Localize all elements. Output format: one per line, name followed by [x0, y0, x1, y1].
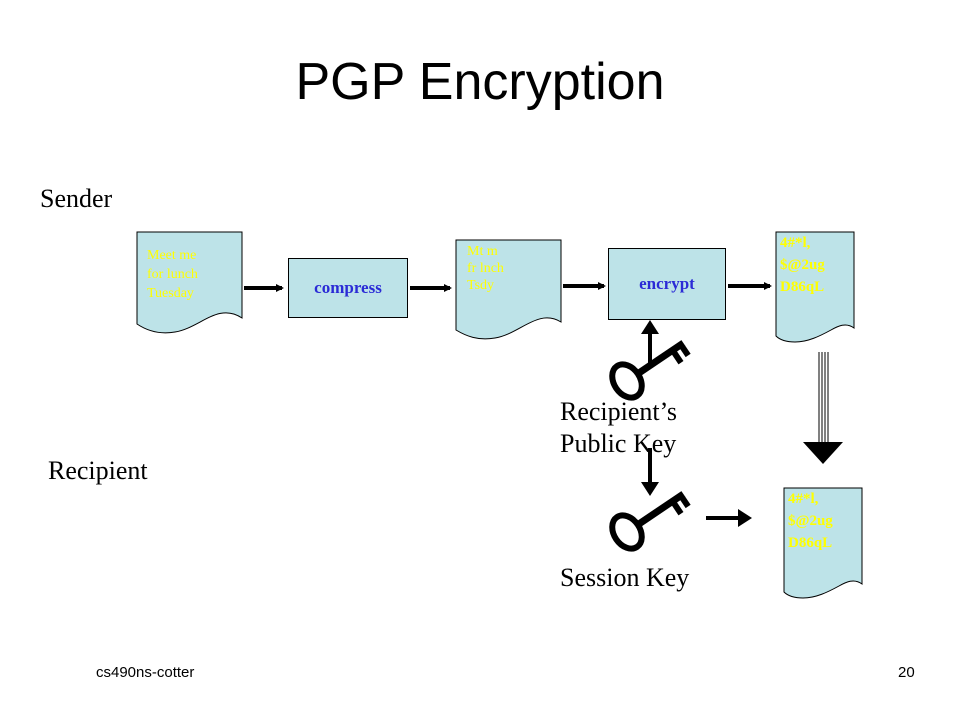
sender-label: Sender [40, 184, 113, 213]
compressed-line: Mt m [467, 244, 498, 259]
slide-title: PGP Encryption [295, 53, 665, 111]
compressed-line: fr lnch [467, 261, 504, 276]
ciphertext-document: 4#*l, $@2ug D86qL [780, 232, 825, 298]
public-key-icon [609, 340, 691, 401]
plaintext-line: Tuesday [147, 286, 194, 301]
compress-box: compress [288, 258, 408, 318]
received-ciphertext-line: $@2ug [788, 513, 833, 529]
plaintext-line: for lunch [147, 267, 198, 282]
plaintext-document: Meet me for lunch Tuesday [147, 246, 198, 303]
compressed-document: Mt m fr lnch Tsdy [467, 243, 504, 294]
received-ciphertext-document: 4#*l, $@2ug D86qL [788, 488, 833, 554]
ciphertext-document-shape [775, 231, 855, 343]
compress-box-label: compress [314, 278, 382, 297]
received-ciphertext-line: D86qL [788, 535, 833, 551]
compressed-line: Tsdy [467, 278, 495, 293]
session-key-label: Session Key [560, 563, 690, 592]
transfer-arrow [803, 352, 843, 464]
ciphertext-line: 4#*l, [780, 235, 811, 251]
ciphertext-line: D86qL [780, 279, 825, 295]
plaintext-document-shape [136, 231, 243, 334]
received-ciphertext-line: 4#*l, [788, 491, 819, 507]
session-key-icon [609, 491, 691, 552]
ciphertext-line: $@2ug [780, 257, 825, 273]
encrypt-box: encrypt [608, 248, 726, 320]
recipient-label: Recipient [48, 456, 148, 485]
slide-number: 20 [898, 664, 915, 681]
recipients-public-key-line2: Public Key [560, 429, 677, 458]
encrypt-box-label: encrypt [639, 274, 695, 293]
recipients-public-key-line1: Recipient’s [560, 397, 677, 426]
received-ciphertext-document-shape [783, 487, 863, 599]
recipients-public-key-label: Recipient’s Public Key [560, 396, 677, 460]
plaintext-line: Meet me [147, 248, 197, 263]
compressed-document-shape [455, 239, 562, 340]
footer-course-label: cs490ns-cotter [96, 664, 195, 681]
